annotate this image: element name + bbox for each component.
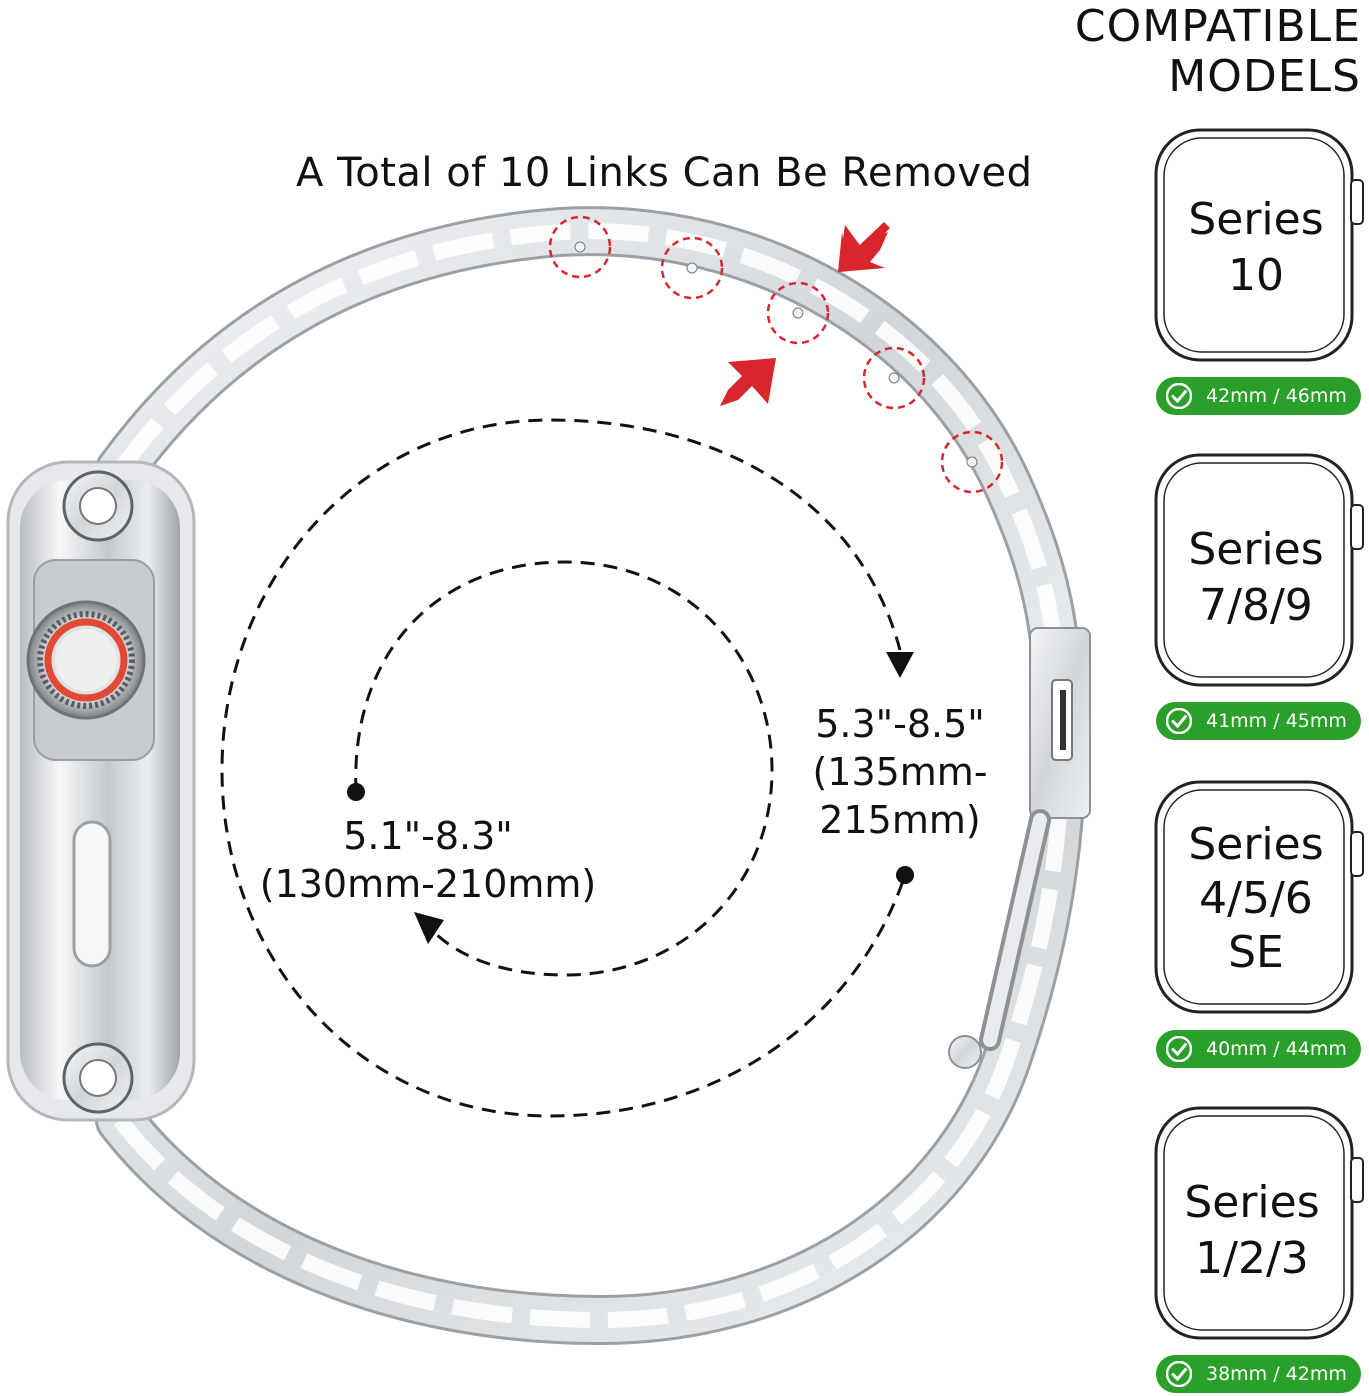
- size-badge-text: 41mm / 45mm: [1206, 710, 1347, 732]
- check-icon: [1166, 708, 1192, 734]
- size-badge-text: 40mm / 44mm: [1206, 1038, 1347, 1060]
- check-icon: [1166, 1036, 1192, 1062]
- model-outlines: [1154, 128, 1364, 1340]
- model-name-line: Series: [1188, 524, 1324, 575]
- inner-size-range: 5.1"-8.3" (130mm-210mm): [258, 812, 598, 908]
- size-badge: 42mm / 46mm: [1156, 377, 1361, 415]
- model-name-line: 7/8/9: [1199, 580, 1313, 631]
- check-icon: [1166, 1361, 1192, 1387]
- model-name-line: 1/2/3: [1195, 1233, 1309, 1284]
- removable-link-marker: [940, 430, 1004, 494]
- model-name-line: Series: [1184, 1177, 1320, 1228]
- headline: A Total of 10 Links Can Be Removed: [296, 150, 1033, 196]
- check-icon: [1166, 383, 1192, 409]
- compatible-models-title: COMPATIBLE MODELS: [1001, 2, 1361, 102]
- removable-link-marker: [766, 281, 830, 345]
- model-name-line: Series: [1188, 819, 1324, 870]
- size-badge-text: 38mm / 42mm: [1206, 1363, 1347, 1385]
- compatible-title-line: MODELS: [1168, 51, 1361, 102]
- model-name-line: Series: [1188, 194, 1324, 245]
- metal-band: [95, 206, 1085, 1346]
- model-series-7-8-9: Series 7/8/9: [1156, 522, 1356, 634]
- compatible-title-line: COMPATIBLE: [1074, 1, 1361, 52]
- model-series-10: Series 10: [1156, 192, 1356, 304]
- removable-link-marker: [660, 236, 724, 300]
- model-name-line: SE: [1228, 927, 1284, 978]
- outer-size-mm-line: 215mm): [819, 798, 981, 842]
- size-badge-text: 42mm / 46mm: [1206, 385, 1347, 407]
- outer-size-mm-line: (135mm-: [812, 750, 988, 794]
- size-badge: 41mm / 45mm: [1156, 702, 1361, 740]
- inner-size-loop: [347, 560, 774, 977]
- model-series-1-2-3: Series 1/2/3: [1152, 1175, 1352, 1287]
- removable-link-markers: [548, 215, 1004, 494]
- removable-link-marker: [862, 346, 926, 410]
- model-series-4-5-6-se: Series 4/5/6 SE: [1156, 818, 1356, 980]
- outer-size-range: 5.3"-8.5" (135mm- 215mm): [800, 700, 1000, 844]
- outer-size-inches: 5.3"-8.5": [815, 702, 985, 746]
- inner-size-inches: 5.1"-8.3": [343, 814, 513, 858]
- size-badge: 38mm / 42mm: [1156, 1355, 1361, 1393]
- size-badge: 40mm / 44mm: [1156, 1030, 1361, 1068]
- watch-case: [6, 460, 196, 1122]
- removable-link-marker: [548, 215, 612, 279]
- model-name-line: 10: [1228, 250, 1284, 301]
- outer-size-loop: [220, 418, 914, 1118]
- inner-size-mm: (130mm-210mm): [259, 862, 597, 906]
- butterfly-clasp: [948, 627, 1091, 1069]
- red-arrow-icon: [720, 358, 776, 406]
- model-name-line: 4/5/6: [1199, 873, 1313, 924]
- red-arrow-icon: [838, 222, 890, 272]
